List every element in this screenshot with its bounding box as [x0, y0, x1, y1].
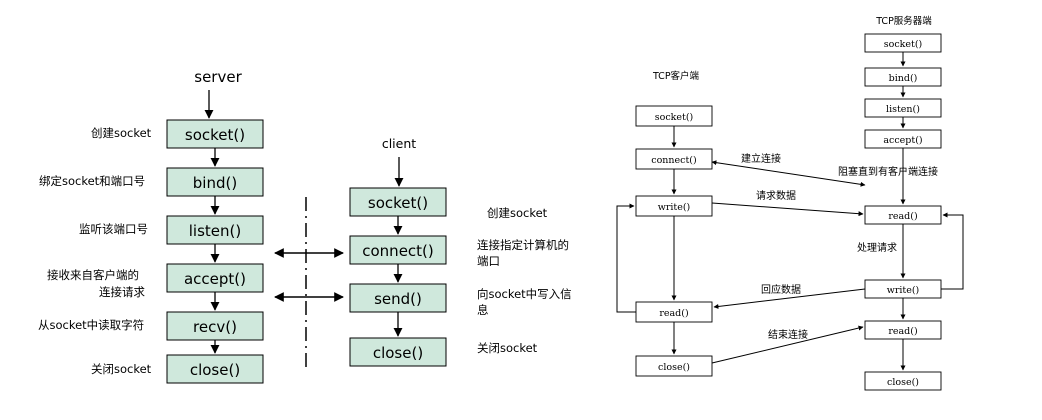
rc-write-box: write()	[635, 195, 713, 217]
establish-connection-label: 建立连接	[741, 152, 781, 165]
rc-loop-arrow	[616, 203, 636, 313]
rc-close-label: close()	[658, 362, 690, 373]
rc-read-label: read()	[659, 308, 688, 319]
rc-read-box: read()	[635, 301, 713, 323]
rc-close-box: close()	[635, 355, 713, 377]
rs-socket-box: socket()	[864, 33, 942, 53]
rc-connect-box: connect()	[635, 148, 713, 170]
end-connection-label: 结束连接	[768, 328, 808, 341]
client-send-annotation-line2: 息	[477, 303, 489, 317]
client-close-annotation: 关闭socket	[477, 341, 538, 355]
client-socket-box: socket()	[349, 187, 447, 217]
tcp-client-title: TCP客户端	[652, 70, 700, 82]
process-request-label: 处理请求	[857, 241, 897, 254]
rs-write-box: write()	[864, 279, 942, 299]
rs-write-label: write()	[887, 285, 920, 296]
request-data-arrow	[711, 202, 864, 217]
rs-loop-arrow	[941, 212, 964, 290]
client-close-label: close()	[373, 344, 423, 362]
rc-socket-box: socket()	[635, 105, 713, 127]
rs-close-label: close()	[887, 377, 919, 388]
server-listen-label: listen()	[189, 222, 241, 240]
server-bind-annotation: 绑定socket和端口号	[39, 174, 145, 188]
client-socket-label: socket()	[368, 194, 428, 212]
client-connect-annotation-line1: 连接指定计算机的	[477, 238, 569, 252]
server-title: server	[194, 68, 242, 86]
rc-write-label: write()	[658, 202, 691, 213]
server-accept-annotation-line1: 接收来自客户端的	[47, 268, 139, 282]
client-send-annotation-line1: 向socket中写入信	[477, 287, 572, 301]
rs-listen-label: listen()	[886, 104, 920, 115]
client-send-box: send()	[349, 283, 447, 313]
client-send-label: send()	[374, 290, 422, 308]
server-bind-box: bind()	[166, 167, 264, 197]
client-close-box: close()	[349, 337, 447, 367]
rs-read-label-2: read()	[888, 326, 917, 337]
rs-socket-label: socket()	[884, 39, 923, 50]
reply-data-arrow	[713, 288, 866, 309]
server-socket-annotation: 创建socket	[91, 126, 152, 140]
server-close-annotation: 关闭socket	[91, 362, 152, 376]
right-diagram: TCP服务器端 socket() bind() listen() accept(…	[616, 15, 964, 391]
establish-connection-arrow	[711, 160, 866, 187]
server-recv-annotation: 从socket中读取字符	[38, 318, 144, 332]
server-accept-box: accept()	[166, 263, 264, 293]
end-connection-arrow	[711, 325, 864, 364]
server-accept-annotation-line2: 连接请求	[99, 285, 145, 299]
server-recv-label: recv()	[193, 318, 237, 336]
server-close-label: close()	[190, 361, 240, 379]
client-connect-label: connect()	[362, 242, 434, 260]
server-socket-label: socket()	[185, 126, 245, 144]
server-socket-box: socket()	[166, 119, 264, 149]
request-data-label: 请求数据	[756, 189, 796, 202]
tcp-server-title: TCP服务器端	[875, 15, 932, 27]
block-until-connect-label: 阻塞直到有客户端连接	[838, 165, 938, 178]
rs-read-box-2: read()	[864, 320, 942, 340]
rs-accept-box: accept()	[864, 129, 942, 149]
rs-close-box: close()	[864, 371, 942, 391]
client-socket-annotation: 创建socket	[487, 206, 548, 220]
server-recv-box: recv()	[166, 311, 264, 341]
client-connect-box: connect()	[349, 235, 447, 265]
server-close-box: close()	[166, 354, 264, 384]
reply-data-label: 回应数据	[761, 283, 801, 296]
server-accept-label: accept()	[184, 270, 246, 288]
left-diagram: server socket() bind() listen() accept()…	[38, 68, 572, 384]
client-title: client	[382, 136, 416, 151]
rs-listen-box: listen()	[864, 98, 942, 118]
rs-read-label-1: read()	[888, 211, 917, 222]
rs-accept-label: accept()	[883, 135, 922, 146]
server-listen-annotation: 监听该端口号	[79, 222, 148, 236]
rc-connect-label: connect()	[651, 155, 696, 166]
rs-read-box-1: read()	[864, 205, 942, 225]
rs-bind-box: bind()	[864, 67, 942, 87]
server-listen-box: listen()	[166, 215, 264, 245]
rs-bind-label: bind()	[889, 73, 918, 84]
client-connect-annotation-line2: 端口	[477, 254, 500, 268]
rc-socket-label: socket()	[655, 112, 694, 123]
server-bind-label: bind()	[193, 174, 237, 192]
